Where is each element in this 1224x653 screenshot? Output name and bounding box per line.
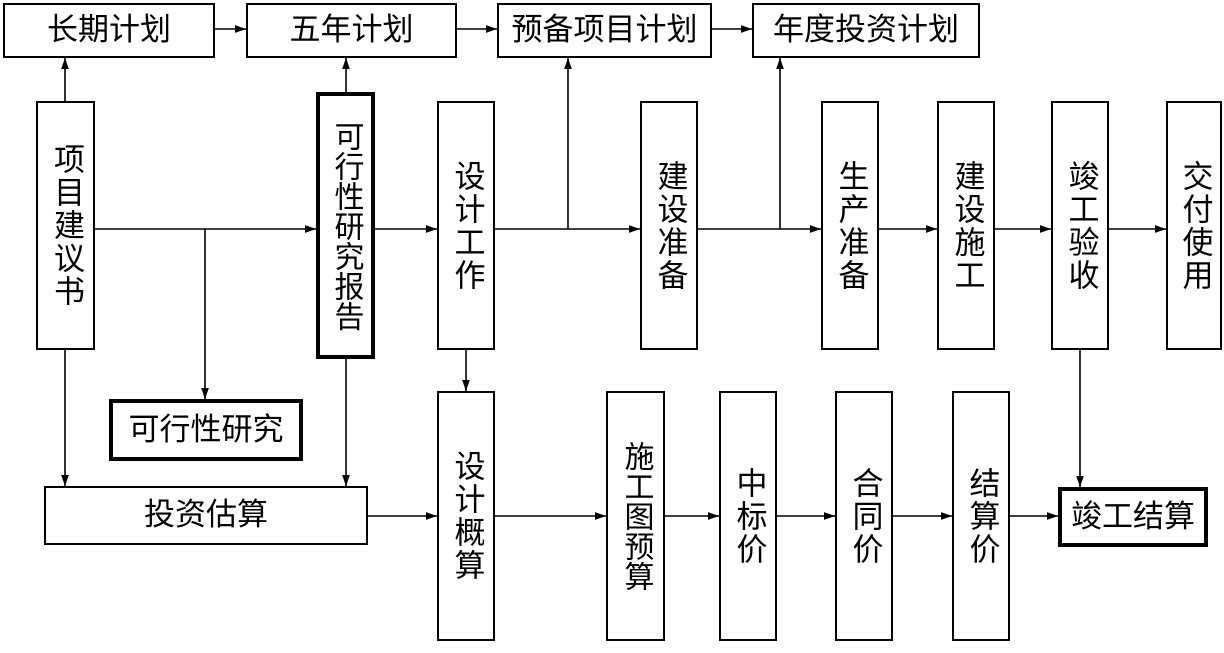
annual-investment-plan-box: 年度投资计划 (752, 3, 980, 58)
feasibility-report-box: 可行性研究报告 (316, 92, 375, 359)
construction-box: 建设施工 (937, 101, 995, 350)
final-settlement-box: 竣工结算 (1058, 487, 1208, 547)
design-work-box: 设计工作 (437, 101, 495, 350)
project-proposal-box: 项目建议书 (36, 101, 95, 350)
feasibility-study-box: 可行性研究 (109, 399, 303, 461)
construction-drawing-budget-box: 施工图预算 (606, 391, 665, 641)
completion-acceptance-box: 竣工验收 (1051, 101, 1109, 350)
contract-price-box: 合同价 (835, 391, 893, 641)
reserve-project-plan-box: 预备项目计划 (497, 3, 712, 58)
delivery-use-box: 交付使用 (1166, 101, 1222, 350)
construction-preparation-box: 建设准备 (640, 101, 698, 350)
design-budget-estimate-box: 设计概算 (437, 391, 495, 641)
investment-estimate-box: 投资估算 (44, 486, 368, 545)
five-year-plan-box: 五年计划 (246, 3, 457, 58)
production-preparation-box: 生产准备 (821, 101, 879, 350)
long-term-plan-box: 长期计划 (3, 3, 215, 58)
settlement-price-box: 结算价 (952, 391, 1010, 641)
winning-bid-price-box: 中标价 (719, 391, 777, 641)
